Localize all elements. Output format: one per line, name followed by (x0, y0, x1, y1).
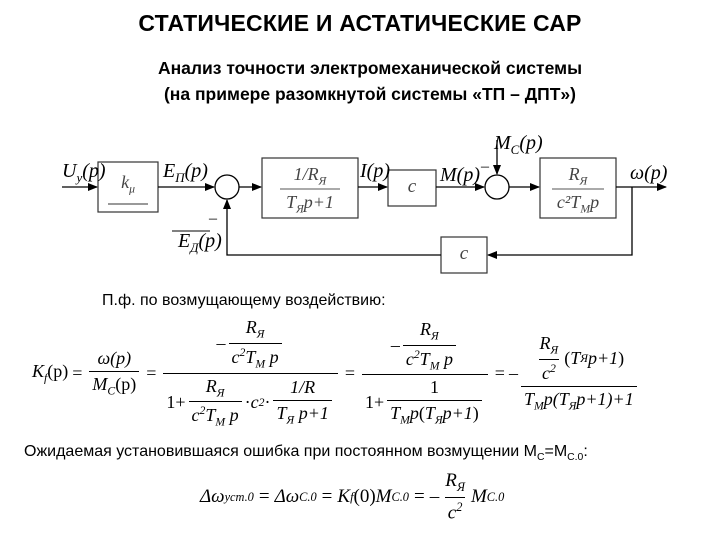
signal-e-d: EД(p) (178, 230, 222, 255)
k-mu-label: kμ (121, 172, 135, 196)
sum-junction-1 (214, 174, 240, 200)
subtitle-line-2: (на примере разомкнутой системы «ТП – ДП… (163, 84, 576, 104)
sum-junction-2 (484, 174, 510, 200)
signal-i-p: I(p) (360, 160, 390, 182)
note-steady-state-error: Ожидаемая установившаяся ошибка при пост… (24, 443, 588, 464)
wire-feedback-out (487, 187, 633, 259)
page-title: СТАТИЧЕСКИЕ И АСТАТИЧЕСКИЕ САР (138, 10, 582, 36)
block-mechanical (539, 157, 617, 219)
armature-numerator: 1/RЯ (293, 164, 327, 188)
kf-frac-1: ω(p) MC(p) (89, 348, 140, 398)
block-diagram (62, 140, 667, 274)
mech-numerator: RЯ (568, 164, 588, 188)
block-c-forward (387, 169, 437, 207)
block-armature (261, 157, 359, 219)
c-forward-label: c (407, 176, 417, 197)
mech-denominator: c²TMp (556, 192, 600, 216)
signal-m-p: M(p) (440, 164, 480, 186)
signal-omega: ω(p) (630, 162, 668, 184)
signal-mc: MC(p) (494, 132, 543, 157)
wire-feedback-in (223, 199, 441, 256)
minus-sign-2: – (481, 158, 489, 175)
signal-u-input: Uу(p) (62, 160, 106, 185)
block-c-feedback (440, 236, 488, 274)
c-feedback-label: c (459, 243, 469, 264)
subtitle-line-1: Анализ точности электромеханической сист… (157, 58, 583, 78)
signal-e-p: EП(p) (163, 160, 208, 185)
minus-sign-1: – (209, 210, 217, 227)
kf-lhs: Kf(p) (32, 361, 69, 385)
note-transfer-function: П.ф. по возмущающему воздействию: (102, 292, 386, 309)
armature-denominator: TЯp+1 (286, 192, 334, 216)
